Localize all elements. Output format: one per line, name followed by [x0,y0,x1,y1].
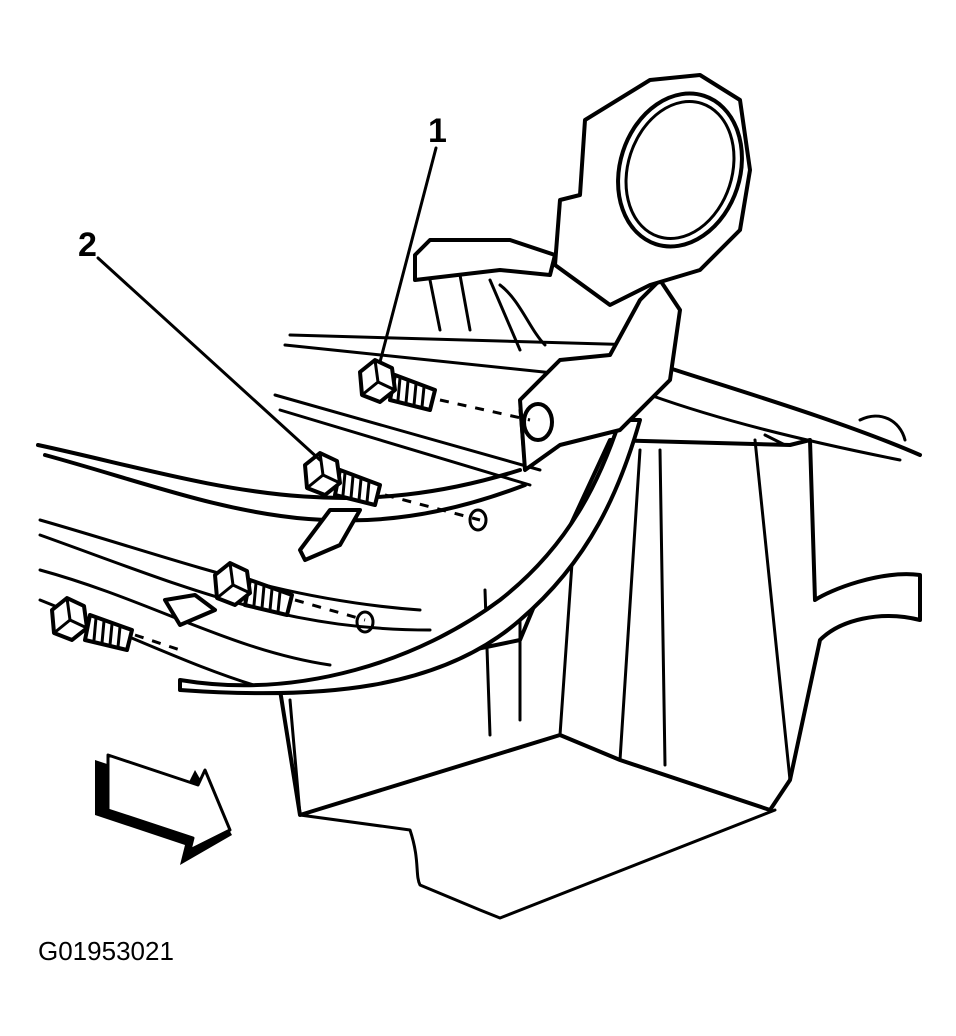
callout-number-1: 1 [428,112,447,150]
front-direction-arrow-icon [95,753,232,865]
oil-pan [278,438,922,920]
bolt-4 [50,596,134,652]
bolt-alignment-lines [134,398,531,652]
callout-leaders [96,146,438,462]
bolt-1 [358,358,437,412]
bracket-bolt-hole [522,402,554,442]
bracket-tabs [163,508,362,627]
bolt-3 [213,561,294,617]
figure-id: G01953021 [38,936,174,966]
mount-bracket [413,73,752,472]
bolt-2 [303,451,382,507]
bolt-icon [50,358,437,652]
curved-strap [178,418,642,696]
callout-number-2: 2 [78,226,97,264]
